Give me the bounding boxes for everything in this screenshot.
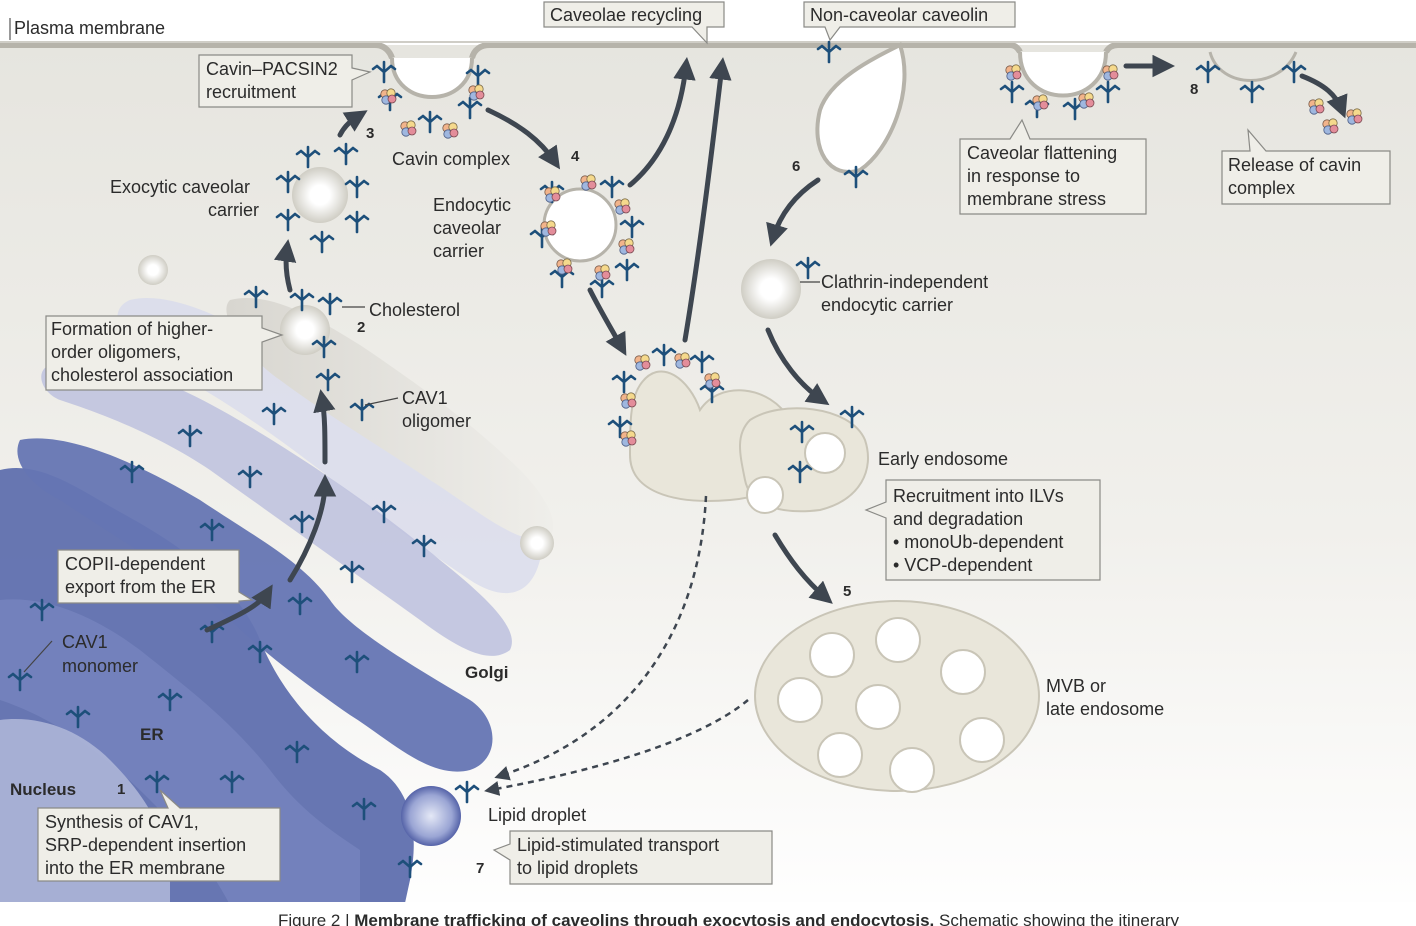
higher-order-label-3: cholesterol association <box>51 365 233 385</box>
cav1-oligomer-label-2: oligomer <box>402 411 471 431</box>
figure-caption: Figure 2 | Membrane trafficking of caveo… <box>278 911 1179 926</box>
exocytic-carrier-label-2: carrier <box>208 200 259 220</box>
caveola-flattening <box>1018 51 1108 98</box>
cavin-pacsin2-label-1: Cavin–PACSIN2 <box>206 59 338 79</box>
ilv-box-line-3: • monoUb-dependent <box>893 532 1063 552</box>
clathrin-independent-label-2: endocytic carrier <box>821 295 953 315</box>
flattening-label-3: membrane stress <box>967 189 1106 209</box>
dashed-arrows <box>484 495 749 796</box>
step-3: 3 <box>366 125 374 142</box>
higher-order-label-2: order oligomers, <box>51 342 181 362</box>
golgi-cisterna-mid <box>41 360 512 656</box>
endocytic-carrier-label-3: carrier <box>433 241 484 261</box>
leader-lines <box>23 281 820 673</box>
cav1-monomer-label-2: monomer <box>62 656 138 676</box>
copii-label-1: COPII-dependent <box>65 554 205 574</box>
ilv-box-line-1: Recruitment into ILVs <box>893 486 1064 506</box>
lipid-transport-label-1: Lipid-stimulated transport <box>517 835 719 855</box>
golgi-label: Golgi <box>465 663 508 682</box>
step-1: 1 <box>117 781 125 798</box>
cav1-oligomer-label-1: CAV1 <box>402 388 448 408</box>
cavin-pacsin2-label-2: recruitment <box>206 82 296 102</box>
exocytic-caveolar-carrier <box>292 167 348 223</box>
caption-prefix: Figure 2 | <box>278 911 354 926</box>
early-endosome-label: Early endosome <box>878 449 1008 469</box>
synthesis-label-2: SRP-dependent insertion <box>45 835 246 855</box>
plasma-membrane <box>0 42 1416 60</box>
synthesis-label-3: into the ER membrane <box>45 858 225 878</box>
lipid-transport-label-2: to lipid droplets <box>517 858 638 878</box>
lipid-droplet <box>401 786 461 846</box>
clathrin-independent-carrier <box>741 259 801 319</box>
step-8: 8 <box>1190 81 1198 98</box>
plasma-membrane-label: Plasma membrane <box>14 18 165 38</box>
caveola-recruitment <box>390 57 474 99</box>
cav1-monomer-label-1: CAV1 <box>62 632 108 652</box>
golgi-cisterna-front <box>226 298 554 540</box>
cavin-complex-label: Cavin complex <box>392 149 510 169</box>
step-4: 4 <box>571 148 580 165</box>
trafficking-arrows <box>204 54 1348 633</box>
caption-title: Membrane trafficking of caveolins throug… <box>354 911 934 926</box>
copii-label-2: export from the ER <box>65 577 216 597</box>
cholesterol-label: Cholesterol <box>369 300 460 320</box>
step-7: 7 <box>476 860 484 877</box>
clathrin-independent-label-1: Clathrin-independent <box>821 272 988 292</box>
clathrin-independent-invagination <box>815 42 907 174</box>
step-6: 6 <box>792 158 800 175</box>
flattening-label-2: in response to <box>967 166 1080 186</box>
flattening-label-1: Caveolar flattening <box>967 143 1117 163</box>
lipid-droplet-label: Lipid droplet <box>488 805 586 825</box>
non-caveolar-caveolin-label: Non-caveolar caveolin <box>810 5 988 25</box>
release-label-1: Release of cavin <box>1228 155 1361 175</box>
callout-boxes <box>37 1 1391 885</box>
endocytic-carrier-label-2: caveolar <box>433 218 501 238</box>
mvb-label-2: late endosome <box>1046 699 1164 719</box>
golgi-vesicle <box>138 255 168 285</box>
exocytic-carrier-label-1: Exocytic caveolar <box>110 177 250 197</box>
flattened-caveola <box>1208 51 1298 82</box>
nucleus-label: Nucleus <box>10 780 76 799</box>
caption-rest: Schematic showing the itinerary <box>934 911 1179 926</box>
er-label: ER <box>140 725 164 744</box>
caveolae-recycling-label: Caveolae recycling <box>550 5 702 25</box>
budding-vesicle <box>280 305 330 355</box>
ilv-box-line-2: and degradation <box>893 509 1023 529</box>
golgi-vesicle <box>520 526 554 560</box>
ilv-box-line-4: • VCP-dependent <box>893 555 1032 575</box>
endocytic-carrier-label-1: Endocytic <box>433 195 511 215</box>
mvb-label-1: MVB or <box>1046 676 1106 696</box>
higher-order-label-1: Formation of higher- <box>51 319 213 339</box>
step-5: 5 <box>843 583 851 600</box>
step-2: 2 <box>357 319 365 336</box>
release-label-2: complex <box>1228 178 1295 198</box>
synthesis-label-1: Synthesis of CAV1, <box>45 812 199 832</box>
